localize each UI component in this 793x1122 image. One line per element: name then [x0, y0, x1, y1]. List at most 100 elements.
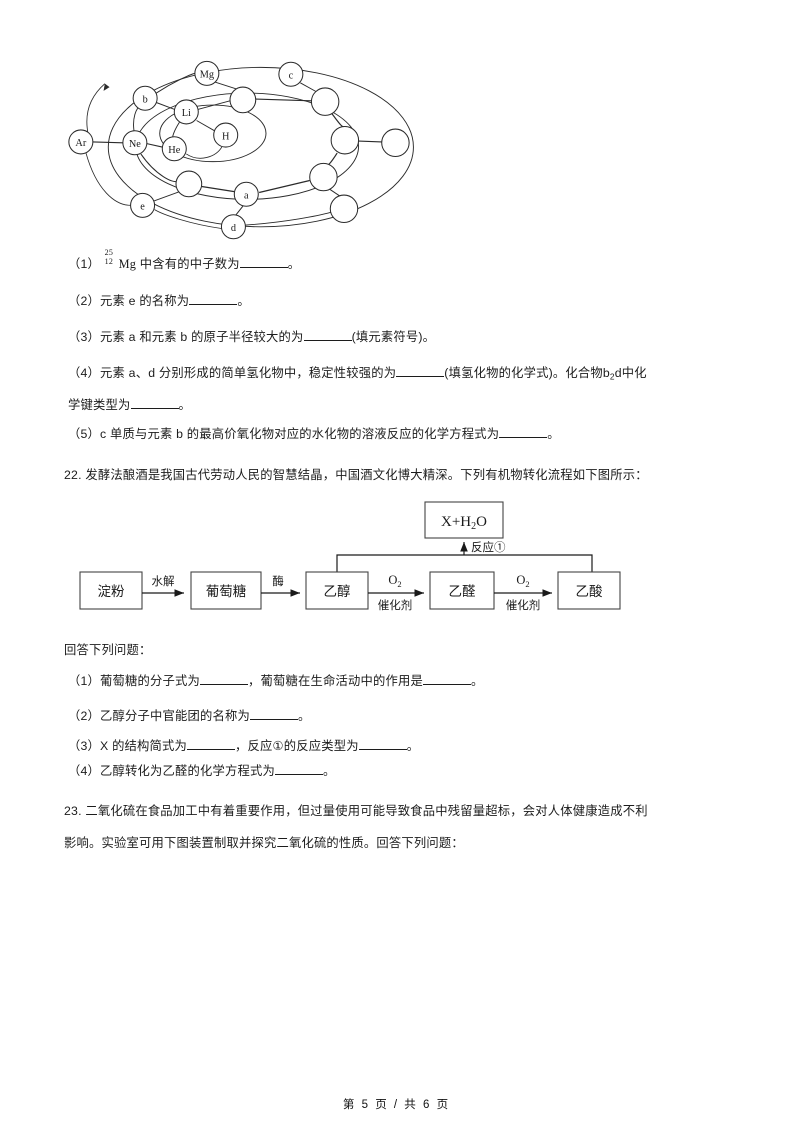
- q21-item-2-no: （2）: [68, 294, 101, 308]
- q23-line-1: 23. 二氧化硫在食品加工中有着重要作用，但过量使用可能导致食品中残留量超标，会…: [64, 802, 754, 820]
- q21-item-4-line2: 学键类型为 。: [68, 396, 758, 414]
- page-footer: 第 5 页 / 共 6 页: [342, 1099, 451, 1111]
- answer-blank[interactable]: [200, 684, 249, 685]
- svg-text:葡萄糖: 葡萄糖: [206, 584, 247, 599]
- svg-text:H: H: [222, 131, 230, 142]
- svg-text:Li: Li: [182, 108, 191, 119]
- q23-line-1-text: 二氧化硫在食品加工中有着重要作用，但过量使用可能导致食品中残留量超标，会对人体健…: [85, 804, 648, 818]
- q21-item-4-text-c: d中化: [614, 366, 647, 380]
- q22-stem: 22. 发酵法酿酒是我国古代劳动人民的智慧结晶，中国酒文化博大精深。下列有机物转…: [64, 466, 754, 484]
- answer-blank[interactable]: [250, 719, 299, 720]
- q21-item-3-text: 元素 a 和元素 b 的原子半径较大的为: [100, 330, 304, 344]
- q21-item-4-line2-text: 学键类型为: [68, 398, 131, 412]
- q22-item-2-text: 乙醇分子中官能团的名称为: [100, 709, 251, 723]
- spiral-node-c: c: [278, 61, 304, 87]
- answer-blank[interactable]: [396, 376, 445, 377]
- flow-box-product: X+H2O: [424, 501, 504, 539]
- compound-subscript: 2: [609, 371, 615, 382]
- q21-item-4-line2-tail: 。: [178, 398, 191, 412]
- answer-blank[interactable]: [499, 437, 548, 438]
- q22-item-1-text-b: ，葡萄糖在生命活动中的作用是: [248, 674, 423, 688]
- spiral-node-h: H: [213, 122, 239, 148]
- organic-conversion-flowchart: X+H2O 反应① 淀粉 葡萄糖 乙醇 乙醛: [62, 498, 732, 628]
- spiral-node-unlabeled: [310, 87, 340, 116]
- spiral-node-unlabeled: [309, 162, 338, 192]
- q22-item-1-no: （1）: [68, 674, 101, 688]
- spiral-node-he: He: [161, 136, 187, 162]
- flow-box-ethanol: 乙醇: [305, 571, 369, 610]
- answer-blank[interactable]: [358, 749, 407, 750]
- svg-text:乙酸: 乙酸: [576, 584, 604, 599]
- spiral-node-unlabeled: [175, 170, 203, 198]
- svg-text:c: c: [289, 71, 294, 82]
- svg-text:乙醇: 乙醇: [324, 583, 351, 599]
- svg-text:d: d: [231, 223, 236, 234]
- q21-item-2-tail: 。: [237, 294, 250, 308]
- flow-box-starch: 淀粉: [79, 571, 143, 610]
- q22-item-4-tail: 。: [323, 764, 336, 778]
- q22-item-4-no: （4）: [68, 764, 101, 778]
- spiral-node-mg: Mg: [194, 60, 220, 86]
- spiral-node-ne: Ne: [122, 130, 148, 156]
- q22-item-4: （4）乙醇转化为乙醛的化学方程式为 。: [68, 762, 758, 780]
- q23-number: 23.: [64, 804, 82, 818]
- answer-blank[interactable]: [303, 340, 352, 341]
- q22-item-1-text-a: 葡萄糖的分子式为: [100, 674, 201, 688]
- q22-item-3-text-b: ，反应①的反应类型为: [235, 739, 359, 753]
- q22-item-3-tail: 。: [406, 739, 420, 753]
- q22-item-2-no: （2）: [68, 709, 101, 723]
- flow-box-glucose: 葡萄糖: [190, 571, 262, 610]
- q21-item-2-text: 元素 e 的名称为: [100, 294, 190, 308]
- q22-number: 22.: [64, 468, 82, 482]
- flow-label-catalyst-2: 催化剂: [506, 598, 541, 612]
- q22-stem-text: 发酵法酿酒是我国古代劳动人民的智慧结晶，中国酒文化博大精深。下列有机物转化流程如…: [85, 468, 648, 482]
- q21-item-2: （2）元素 e 的名称为 。: [68, 292, 758, 310]
- answer-blank[interactable]: [239, 267, 288, 268]
- svg-text:e: e: [140, 202, 145, 213]
- q22-prompt: 回答下列问题：: [64, 643, 152, 657]
- q21-item-3: （3）元素 a 和元素 b 的原子半径较大的为 (填元素符号)。: [68, 328, 758, 346]
- q21-item-5-no: （5）: [68, 427, 101, 441]
- q22-item-1-tail: 。: [471, 674, 484, 688]
- answer-blank[interactable]: [423, 684, 471, 685]
- svg-text:Ar: Ar: [75, 138, 86, 149]
- flow-label-enzyme: 酶: [272, 575, 284, 588]
- spiral-node-group: Ar Ne b Mg: [68, 60, 410, 240]
- spiral-node-li: Li: [173, 99, 199, 125]
- svg-text:Ne: Ne: [129, 139, 141, 150]
- q21-item-1-tail: 。: [287, 257, 301, 271]
- spiral-node-a: a: [233, 181, 259, 207]
- answer-blank[interactable]: [275, 774, 324, 775]
- flow-label-hydrolysis: 水解: [152, 574, 175, 588]
- spiral-node-d: d: [220, 214, 246, 240]
- svg-text:Mg: Mg: [200, 70, 214, 81]
- q22-item-3-no: （3）: [68, 739, 101, 753]
- spiral-node-ar: Ar: [68, 129, 94, 155]
- flow-box-acetic-acid: 乙酸: [557, 571, 621, 610]
- svg-text:乙醛: 乙醛: [449, 584, 476, 599]
- q21-item-1-no: （1）: [68, 257, 101, 271]
- q22-item-3-text-a: X 的结构简式为: [100, 739, 188, 753]
- flow-box-acetaldehyde: 乙醛: [429, 571, 495, 610]
- q21-item-3-tail: (填元素符号)。: [351, 330, 436, 344]
- isotope-symbol: Mg: [118, 257, 137, 271]
- q22-item-2: （2）乙醇分子中官能团的名称为 。: [68, 707, 758, 725]
- q21-item-3-no: （3）: [68, 330, 101, 344]
- q21-item-4-text-b: (填氢化物的化学式)。化合物b: [444, 366, 610, 380]
- q21-item-5: （5）c 单质与元素 b 的最高价氧化物对应的水化物的溶液反应的化学方程式为。: [68, 425, 758, 443]
- q22-item-4-text: 乙醇转化为乙醛的化学方程式为: [100, 764, 276, 778]
- flow-label-o2-1: O2: [388, 573, 401, 589]
- answer-blank[interactable]: [130, 408, 179, 409]
- isotope-notation: 25 12: [104, 247, 114, 266]
- q23-line-2: 影响。实验室可用下图装置制取并探究二氧化硫的性质。回答下列问题：: [64, 836, 464, 850]
- svg-text:X+H2O: X+H2O: [441, 514, 487, 532]
- answer-blank[interactable]: [189, 304, 238, 305]
- svg-text:b: b: [143, 95, 148, 106]
- q22-item-2-tail: 。: [298, 709, 311, 723]
- spiral-node-unlabeled: [329, 194, 359, 224]
- spiral-node-e: e: [130, 192, 156, 218]
- q21-item-4-text-a: 元素 a、d 分别形成的简单氢化物中，稳定性较强的为: [100, 366, 397, 380]
- spiral-node-unlabeled: [330, 125, 360, 155]
- answer-blank[interactable]: [187, 749, 236, 750]
